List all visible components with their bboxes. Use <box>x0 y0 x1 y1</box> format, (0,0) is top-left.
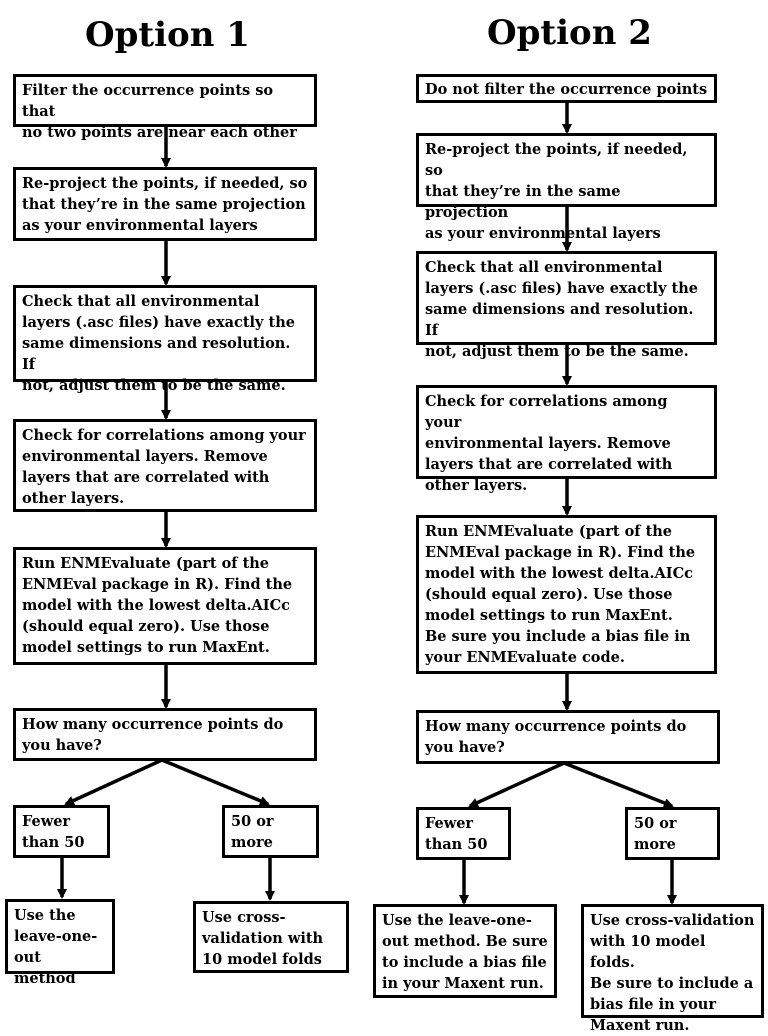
o2-step-how-many-line-1: How many occurrence points do <box>425 718 687 735</box>
o2-step-how-many-line-2: you have? <box>425 739 505 756</box>
o1-step-how-many-line-1: How many occurrence points do <box>22 716 284 733</box>
o1-step-enmevaluate-line-2: ENMEval package in R). Find the <box>22 576 293 593</box>
o2-step-do-not-filter: Do not filter the occurrence points <box>416 74 717 103</box>
o2-step-enmevaluate-line-5: model settings to run MaxEnt. <box>425 607 673 624</box>
o2-branch-50-or-more: 50 or more <box>625 807 720 860</box>
o1-step-check-layers-line-1: Check that all environmental <box>22 293 260 310</box>
o2-step-correlations-line-1: Check for correlations among your <box>425 393 668 431</box>
o2-result-leave-one-out-line-2: out method. Be sure <box>382 933 548 950</box>
o1-step-filter-line-2: no two points are near each other <box>22 124 297 141</box>
o2-step-enmevaluate-line-7: your ENMEvaluate code. <box>425 649 625 666</box>
o1-result-leave-one-out-line-3: out method <box>14 949 76 987</box>
o1-result-cross-validation-line-1: Use cross- <box>202 909 286 926</box>
o1-result-leave-one-out-line-2: leave-one- <box>14 928 98 945</box>
o1-step-enmevaluate-line-4: (should equal zero). Use those <box>22 618 270 635</box>
o2-result-cross-validation-line-3: Be sure to include a <box>590 975 754 992</box>
o2-branch-50-or-more-line-1: 50 or <box>634 815 677 832</box>
o2-step-enmevaluate-line-3: model with the lowest delta.AICc <box>425 565 693 582</box>
o1-step-check-layers-line-4: not, adjust them to be the same. <box>22 377 286 394</box>
o2-step-enmevaluate-line-2: ENMEval package in R). Find the <box>425 544 696 561</box>
arrow-o2-branch-right <box>563 761 674 808</box>
o1-step-check-layers: Check that all environmental layers (.asc… <box>13 285 317 394</box>
arrow-o1-branch-left <box>64 758 163 806</box>
o2-step-check-layers-line-2: layers (.asc files) have exactly the <box>425 280 698 297</box>
o2-step-correlations-line-2: environmental layers. Remove <box>425 435 671 452</box>
o1-branch-50-or-more: 50 or more <box>222 805 319 858</box>
o1-result-leave-one-out: Use the leave-one-out method <box>5 899 115 987</box>
o2-result-cross-validation-line-4: bias file in your <box>590 996 716 1013</box>
o2-step-correlations: Check for correlations among your environ… <box>416 385 717 494</box>
o2-result-leave-one-out-line-4: in your Maxent run. <box>382 975 544 992</box>
o1-step-reproject-line-1: Re-project the points, if needed, so <box>22 175 308 192</box>
o1-result-cross-validation-line-3: 10 model folds <box>202 951 322 968</box>
o1-step-reproject: Re-project the points, if needed, so that… <box>13 167 317 241</box>
o2-branch-fewer-than-50-line-2: than 50 <box>425 836 488 853</box>
o2-step-reproject-line-2: that they’re in the same projection <box>425 183 621 221</box>
o1-step-reproject-line-3: as your environmental layers <box>22 217 258 234</box>
arrow-o2-branch-left <box>468 761 565 808</box>
o2-step-enmevaluate-line-1: Run ENMEvaluate (part of the <box>425 523 673 540</box>
o2-step-enmevaluate-line-6: Be sure you include a bias file in <box>425 628 691 645</box>
o1-step-check-layers-line-2: layers (.asc files) have exactly the <box>22 314 295 331</box>
o1-step-correlations-line-1: Check for correlations among your <box>22 427 306 444</box>
o1-result-cross-validation: Use cross-validation with 10 model folds <box>193 901 349 973</box>
o2-step-correlations-line-3: layers that are correlated with <box>425 456 673 473</box>
arrow-o1-branch-right <box>161 758 270 806</box>
o2-step-reproject-line-1: Re-project the points, if needed, so <box>425 141 688 179</box>
o1-branch-50-or-more-line-2: more <box>231 834 273 851</box>
o1-step-correlations-line-3: layers that are correlated with <box>22 469 270 486</box>
o1-step-reproject-line-2: that they’re in the same projection <box>22 196 306 213</box>
o2-result-cross-validation: Use cross-validation with 10 model folds.… <box>581 904 764 1034</box>
o2-result-leave-one-out: Use the leave-one-out method. Be sure to … <box>373 904 557 998</box>
o1-branch-fewer-than-50-line-2: than 50 <box>22 834 85 851</box>
o1-result-leave-one-out-line-1: Use the <box>14 907 76 924</box>
o1-step-enmevaluate-line-1: Run ENMEvaluate (part of the <box>22 555 270 572</box>
o1-step-correlations: Check for correlations among your environ… <box>13 419 317 512</box>
o2-step-enmevaluate-line-4: (should equal zero). Use those <box>425 586 673 603</box>
o2-branch-fewer-than-50-line-1: Fewer <box>425 815 474 832</box>
o2-result-cross-validation-line-5: Maxent run. <box>590 1017 690 1034</box>
o1-step-check-layers-line-3: same dimensions and resolution. If <box>22 335 291 373</box>
option2-title: Option 2 <box>487 13 652 53</box>
o2-step-check-layers-line-4: not, adjust them to be the same. <box>425 343 689 360</box>
o1-step-how-many: How many occurrence points do you have? <box>13 708 317 761</box>
o2-step-reproject-line-3: as your environmental layers <box>425 225 661 242</box>
o2-result-leave-one-out-line-3: to include a bias file <box>382 954 547 971</box>
o1-branch-50-or-more-line-1: 50 or <box>231 813 274 830</box>
o1-result-cross-validation-line-2: validation with <box>202 930 324 947</box>
o2-step-how-many: How many occurrence points do you have? <box>416 710 720 764</box>
o2-step-do-not-filter-line-1: Do not filter the occurrence points <box>425 81 708 98</box>
o2-step-check-layers-line-3: same dimensions and resolution. If <box>425 301 694 339</box>
o2-branch-50-or-more-line-2: more <box>634 836 676 853</box>
o1-branch-fewer-than-50-line-1: Fewer <box>22 813 71 830</box>
o2-step-check-layers-line-1: Check that all environmental <box>425 259 663 276</box>
o1-step-correlations-line-2: environmental layers. Remove <box>22 448 268 465</box>
o1-step-correlations-line-4: other layers. <box>22 490 125 507</box>
o2-result-leave-one-out-line-1: Use the leave-one- <box>382 912 532 929</box>
o1-step-filter: Filter the occurrence points so that no t… <box>13 74 317 141</box>
o1-step-how-many-line-2: you have? <box>22 737 102 754</box>
o1-step-enmevaluate-line-5: model settings to run MaxEnt. <box>22 639 270 656</box>
o2-result-cross-validation-line-1: Use cross-validation <box>590 912 755 929</box>
o1-branch-fewer-than-50: Fewer than 50 <box>13 805 110 858</box>
o1-step-filter-line-1: Filter the occurrence points so that <box>22 82 274 120</box>
o2-step-correlations-line-4: other layers. <box>425 477 528 494</box>
option1-title: Option 1 <box>85 15 250 55</box>
o2-step-reproject: Re-project the points, if needed, so that… <box>416 133 717 242</box>
o2-step-check-layers: Check that all environmental layers (.asc… <box>416 251 717 360</box>
o1-step-enmevaluate-line-3: model with the lowest delta.AICc <box>22 597 290 614</box>
o2-result-cross-validation-line-2: with 10 model folds. <box>590 933 706 971</box>
o2-branch-fewer-than-50: Fewer than 50 <box>416 807 511 860</box>
